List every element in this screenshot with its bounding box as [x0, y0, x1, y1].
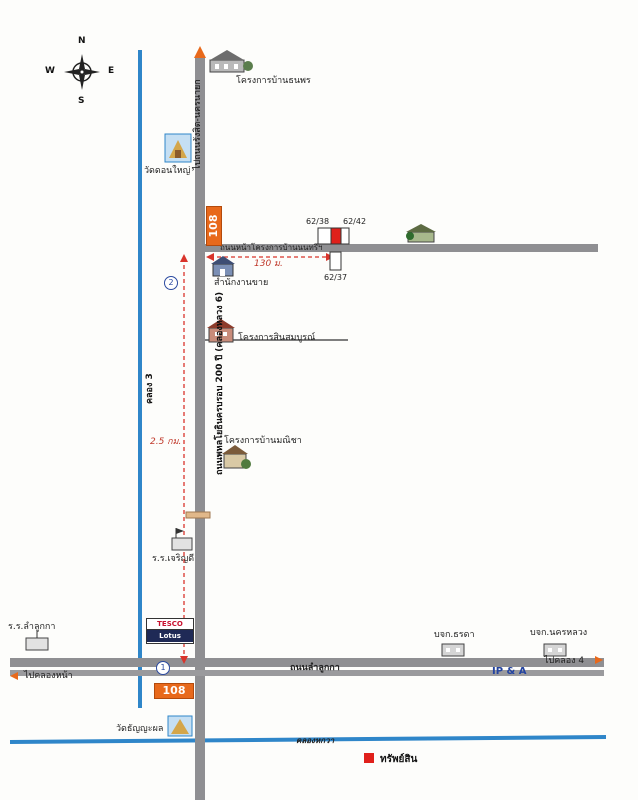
- label-wat-donyai: วัดดอนใหญ่: [144, 166, 191, 176]
- house-icon-sinsomboon: [207, 319, 235, 343]
- east-arrow: [595, 656, 603, 664]
- property-plot: [330, 227, 342, 245]
- label-lamlukka-school: ร.ร.ลำลูกกา: [8, 622, 56, 632]
- school-icon-lamlukka: [25, 630, 49, 651]
- horizontal-road-label: ถนนลำลูกกา: [290, 663, 340, 673]
- main-vertical-road: [195, 58, 205, 800]
- route-arrow-left: [206, 253, 214, 261]
- right-arrow-label: ไปคลอง 4: [544, 656, 585, 666]
- label-thada: บจก.ธรดา: [434, 630, 475, 640]
- building-icon-thada: [441, 643, 465, 657]
- legend-property-swatch: [364, 753, 374, 763]
- label-charoendee: ร.ร.เจริญดี: [152, 554, 195, 564]
- marker-one: 1: [156, 661, 170, 675]
- main-road-label: ถนนพหลโยธินครบรอบ 200 ปี (คลองหลวง 6): [215, 291, 225, 475]
- side-road-label: ถนนหน้าโครงการบ้านนนทรีฯ: [220, 243, 323, 252]
- house-icon-thanaporn: [209, 50, 253, 73]
- building-icon-nakhonluang: [543, 643, 567, 657]
- west-arrow: [10, 672, 18, 680]
- plot-62-37: [329, 251, 342, 271]
- marker-two: 2: [164, 276, 178, 290]
- temple-icon-donyai: [164, 133, 192, 163]
- compass-e: E: [108, 66, 115, 76]
- bridge-marker: [185, 511, 211, 519]
- route-arrow-down: [180, 656, 188, 664]
- side-road: [202, 244, 598, 252]
- plot-label-c: 62/37: [324, 273, 348, 282]
- label-sinsomboon: โครงการสินสมบูรณ์: [238, 333, 316, 343]
- label-wat-bottom: วัดธัญญะผล: [116, 724, 164, 734]
- school-icon-charoendee: [171, 528, 193, 551]
- tesco-text: TESCO: [147, 619, 193, 630]
- main-horizontal-road-lane: [10, 670, 604, 676]
- compass-rose: [64, 54, 100, 90]
- north-arrow: [194, 46, 206, 58]
- store-108-top-text: 108: [207, 214, 220, 238]
- canal-label: คลอง 3: [145, 373, 155, 404]
- store-108-bottom: 108: [154, 683, 194, 699]
- compass-w: W: [45, 66, 55, 76]
- route-arrow-up: [180, 254, 188, 262]
- distance-side: 130 ม.: [254, 259, 283, 269]
- canal-bottom: [9, 735, 607, 744]
- left-arrow-label: ไปคลองหน้า: [24, 671, 73, 681]
- label-manisa: โครงการบ้านมณิชา: [224, 436, 302, 446]
- compass-s: S: [78, 96, 85, 106]
- plot-label-b: 62/42: [343, 217, 367, 226]
- legend-property-label: ทรัพย์สิน: [380, 754, 418, 765]
- tesco-lotus-logo: TESCO Lotus: [146, 618, 194, 644]
- temple-icon-bottom: [167, 715, 193, 737]
- house-icon-sales: [211, 256, 235, 277]
- label-sales-office: สำนักงานขาย: [214, 278, 269, 288]
- label-thanaporn: โครงการบ้านธนพร: [236, 76, 311, 86]
- plot-62-42: [340, 227, 350, 245]
- top-road-label: ไปถนนรังสิต-นครนายก: [193, 79, 203, 170]
- ipa-label: IP & A: [492, 666, 527, 677]
- lotus-text: Lotus: [147, 630, 193, 642]
- bottom-canal-label: คลองหกวา: [296, 736, 335, 745]
- distance-main: 2.5 กม.: [150, 437, 182, 447]
- compass-n: N: [78, 36, 86, 46]
- house-icon-project: [406, 224, 436, 243]
- main-horizontal-road: [10, 658, 604, 667]
- house-icon-manisa: [222, 445, 251, 469]
- store-108-top: 108: [206, 206, 222, 246]
- label-nakhonluang: บจก.นครหลวง: [530, 628, 588, 638]
- plot-label-a: 62/38: [306, 217, 330, 226]
